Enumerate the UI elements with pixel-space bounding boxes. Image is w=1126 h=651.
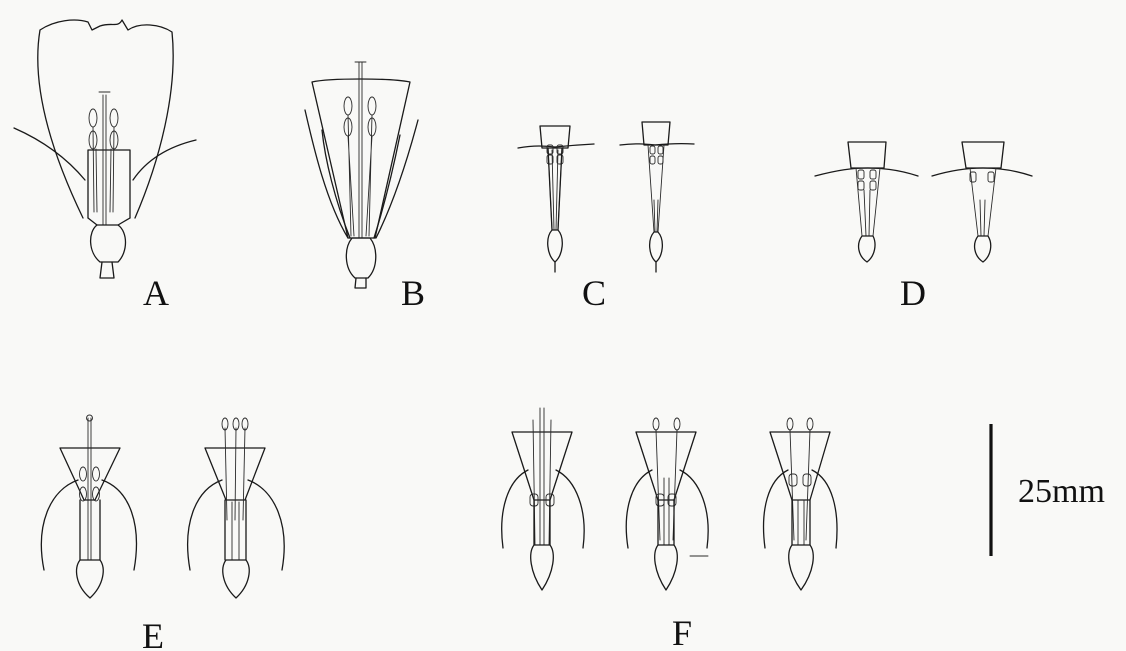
panel-c-flower-1: [518, 126, 594, 272]
panel-f-flower-2: [626, 418, 708, 590]
panel-e-flower-2: [188, 418, 284, 598]
panel-a-flower: [14, 20, 196, 278]
panel-b-flower: [305, 62, 418, 288]
panel-label-f: F: [672, 613, 692, 651]
panel-d-flower-1: [815, 142, 918, 262]
scale-bar-label: 25mm: [1018, 473, 1105, 510]
panel-f-flower-1: [502, 408, 584, 590]
panel-e-flower-1: [41, 415, 136, 598]
panel-label-b: B: [401, 273, 425, 313]
panel-d-flower-2: [932, 142, 1032, 262]
panel-label-c: C: [582, 273, 606, 313]
panel-label-a: A: [143, 273, 169, 313]
panel-label-e: E: [142, 616, 164, 651]
panel-f-flower-3: [764, 418, 837, 590]
panel-label-d: D: [900, 273, 926, 313]
panel-c-flower-2: [620, 122, 694, 272]
